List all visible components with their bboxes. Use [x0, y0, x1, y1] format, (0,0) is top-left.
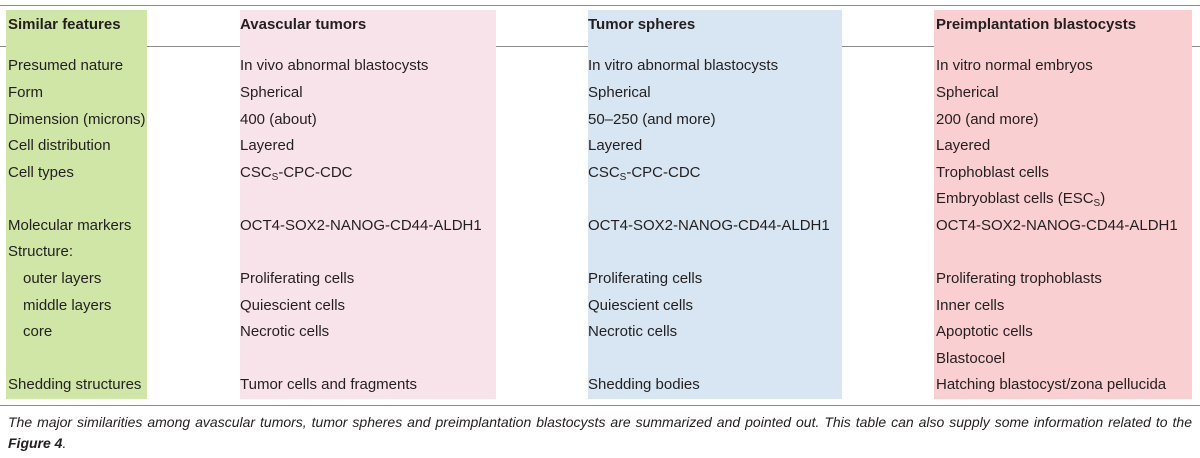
table-row-feature: core: [23, 323, 53, 340]
table-cell-blastocysts: Layered: [936, 137, 991, 154]
table-cell-blastocysts: Blastocoel: [936, 350, 1006, 367]
table-cell-avascular: In vivo abnormal blastocysts: [240, 57, 429, 74]
table-row-feature: Shedding structures: [8, 376, 142, 393]
table-cell-spheres: OCT4-SOX2-NANOG-CD44-ALDH1: [588, 217, 830, 234]
table-row-feature: Cell types: [8, 164, 74, 181]
table-row-feature: Dimension (microns): [8, 111, 146, 128]
table-row-feature: Form: [8, 84, 43, 101]
table-cell-blastocysts: 200 (and more): [936, 111, 1039, 128]
header-similar-features: Similar features: [8, 16, 121, 33]
subscript: S: [271, 172, 279, 183]
comparison-table: Similar features Avascular tumors Tumor …: [0, 5, 1200, 406]
table-cell-avascular: Spherical: [240, 84, 303, 101]
table-cell-blastocysts: In vitro normal embryos: [936, 57, 1093, 74]
table-top-rule: [0, 5, 1200, 6]
table-cell-spheres: 50–250 (and more): [588, 111, 716, 128]
spheres-column-band: [588, 10, 842, 399]
table-row-feature: Structure:: [8, 243, 74, 260]
cell-text: CSC: [588, 164, 620, 181]
subscript: S: [619, 172, 627, 183]
table-cell-avascular: Tumor cells and fragments: [240, 376, 418, 393]
table-bottom-rule: [0, 405, 1200, 406]
caption-text: The major similarities among avascular t…: [8, 414, 1192, 430]
table-cell-blastocysts: OCT4-SOX2-NANOG-CD44-ALDH1: [936, 217, 1178, 234]
cell-text: -CPC-CDC: [278, 164, 353, 181]
table-cell-spheres: Spherical: [588, 84, 651, 101]
subscript: S: [1093, 198, 1101, 209]
cell-text: ): [1100, 190, 1106, 207]
table-cell-spheres: Necrotic cells: [588, 323, 678, 340]
table-cell-spheres: Layered: [588, 137, 643, 154]
table-cell-blastocysts: Inner cells: [936, 297, 1005, 314]
cell-text: -CPC-CDC: [626, 164, 701, 181]
table-cell-blastocysts: Trophoblast cells: [936, 164, 1049, 181]
caption-text-end: .: [62, 435, 67, 451]
blastocysts-column-band: [934, 10, 1192, 399]
table-cell-avascular: Quiescient cells: [240, 297, 346, 314]
table-cell-avascular: Necrotic cells: [240, 323, 330, 340]
table-row-feature: Cell distribution: [8, 137, 111, 154]
table-row-feature: outer layers: [23, 270, 102, 287]
table-cell-avascular: OCT4-SOX2-NANOG-CD44-ALDH1: [240, 217, 482, 234]
table-cell-blastocysts: Embryoblast cells (ESCS): [936, 190, 1106, 209]
table-cell-blastocysts: Proliferating trophoblasts: [936, 270, 1102, 287]
table-cell-blastocysts: Apoptotic cells: [936, 323, 1033, 340]
table-row-feature: middle layers: [23, 297, 112, 314]
features-column-band: [6, 10, 147, 399]
header-preimplantation-blastocysts: Preimplantation blastocysts: [936, 16, 1137, 33]
avascular-column-band: [240, 10, 496, 399]
cell-text: Embryoblast cells (ESC: [936, 190, 1094, 207]
table-cell-blastocysts: Spherical: [936, 84, 999, 101]
table-cell-avascular: Layered: [240, 137, 295, 154]
table-row-feature: Molecular markers: [8, 217, 132, 234]
table-cell-avascular: CSCS-CPC-CDC: [240, 164, 353, 183]
cell-text: CSC: [240, 164, 272, 181]
table-cell-avascular: 400 (about): [240, 111, 317, 128]
table-cell-avascular: Proliferating cells: [240, 270, 355, 287]
table-cell-spheres: Proliferating cells: [588, 270, 703, 287]
header-tumor-spheres: Tumor spheres: [588, 16, 696, 33]
table-cell-blastocysts: Hatching blastocyst/zona pellucida: [936, 376, 1167, 393]
table-row-feature: Presumed nature: [8, 57, 124, 74]
table-cell-spheres: CSCS-CPC-CDC: [588, 164, 701, 183]
table-caption: The major similarities among avascular t…: [8, 412, 1192, 454]
table-cell-spheres: Quiescient cells: [588, 297, 694, 314]
table-cell-spheres: Shedding bodies: [588, 376, 700, 393]
table-cell-spheres: In vitro abnormal blastocysts: [588, 57, 779, 74]
header-avascular-tumors: Avascular tumors: [240, 16, 367, 33]
figure-reference-link[interactable]: Figure 4: [8, 435, 63, 451]
